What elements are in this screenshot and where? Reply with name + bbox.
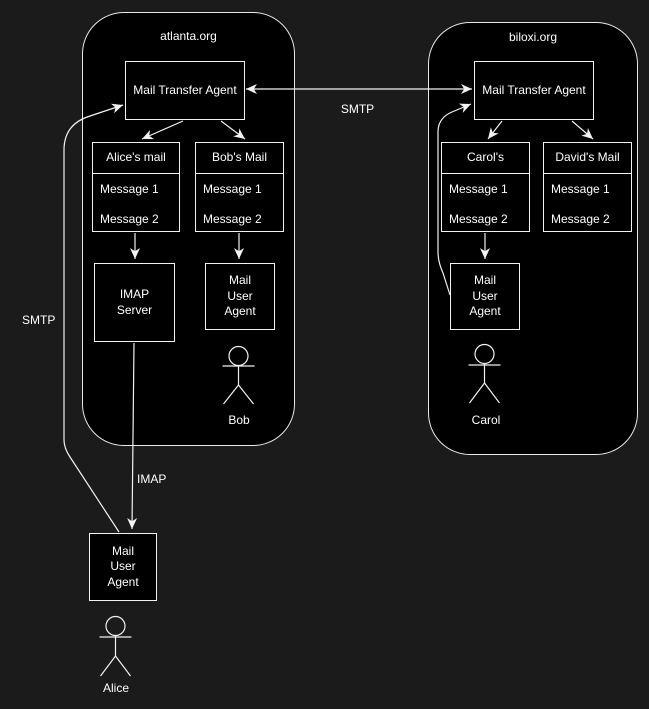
mailbox-message: Message 2: [551, 212, 610, 226]
edge-alice-mua-to-atlanta-mta: [63, 103, 124, 533]
node-label-line: User: [472, 288, 498, 303]
node-carol-mailbox: Carol's Message 1 Message 2: [441, 142, 530, 232]
mailbox-title: Carol's: [442, 143, 529, 174]
edge-biloxi-mta-to-david-mailbox: [571, 120, 594, 140]
actor-carol-label: Carol: [471, 413, 501, 427]
node-label-line: Agent: [107, 574, 139, 589]
domain-title-biloxi: biloxi.org: [508, 30, 558, 44]
node-david-mailbox: David's Mail Message 1 Message 2: [543, 142, 632, 232]
mailbox-message: Message 1: [203, 182, 262, 196]
node-label-line: Mail: [111, 543, 134, 558]
edge-atlanta-mta-to-bob-mailbox: [220, 120, 246, 140]
mailbox-title: David's Mail: [544, 143, 631, 174]
mailbox-message: Message 2: [449, 212, 508, 226]
node-label-line: IMAP: [119, 287, 150, 301]
edge-label-imap: IMAP: [137, 472, 167, 486]
edge-biloxi-mua-to-biloxi-mta: [437, 103, 472, 296]
node-label-line: Server: [116, 302, 153, 317]
node-label-line: User: [227, 288, 253, 303]
edge-label-smtp-submission: SMTP: [22, 313, 56, 327]
actor-carol-legs: [469, 382, 500, 404]
mailbox-message: Message 1: [100, 182, 159, 196]
mailbox-message: Message 2: [203, 212, 262, 226]
node-atlanta-mail-transfer-agent: Mail Transfer Agent: [125, 61, 245, 120]
node-label-line: Mail: [228, 273, 251, 288]
node-bob-mailbox: Bob's Mail Message 1 Message 2: [195, 142, 284, 232]
node-label: Mail Transfer Agent: [133, 82, 237, 97]
node-label-line: Mail: [473, 273, 496, 288]
node-alice-mail-user-agent: Mail User Agent: [89, 533, 157, 601]
actor-bob-figure: [222, 345, 255, 405]
node-label: Mail Transfer Agent: [482, 82, 586, 97]
mailbox-message: Message 1: [449, 182, 508, 196]
mailbox-title: Bob's Mail: [196, 143, 283, 174]
node-label-line: User: [110, 559, 136, 574]
domain-container-biloxi: biloxi.org: [428, 22, 638, 455]
mailbox-title: Alice's mail: [93, 143, 179, 174]
node-biloxi-mail-user-agent: Mail User Agent: [450, 263, 520, 330]
edge-atlanta-mta-to-alice-mailbox: [141, 120, 184, 140]
actor-bob-head: [228, 345, 249, 367]
mailbox-message: Message 2: [100, 212, 159, 226]
edge-label-smtp-mta-to-mta: SMTP: [340, 102, 375, 116]
node-atlanta-mail-user-agent: Mail User Agent: [205, 263, 275, 330]
node-alice-mailbox: Alice's mail Message 1 Message 2: [92, 142, 180, 232]
node-label-line: Agent: [224, 304, 256, 319]
actor-alice-legs: [100, 655, 131, 677]
node-biloxi-mail-transfer-agent: Mail Transfer Agent: [474, 61, 594, 120]
mailbox-message: Message 1: [551, 182, 610, 196]
edge-biloxi-mta-to-carol-mailbox: [487, 120, 503, 140]
actor-bob-label: Bob: [228, 413, 250, 427]
domain-title-atlanta: atlanta.org: [160, 29, 217, 43]
actor-alice-figure: [99, 615, 132, 677]
edge-imap-server-to-alice-mua: [127, 342, 138, 530]
actor-carol-figure: [468, 343, 501, 404]
actor-carol-head: [474, 343, 495, 365]
node-imap-server: IMAP Server: [94, 263, 175, 342]
actor-alice-head: [105, 615, 126, 637]
node-label-line: Agent: [469, 304, 501, 319]
actor-bob-legs: [223, 384, 254, 405]
actor-alice-label: Alice: [102, 681, 129, 695]
